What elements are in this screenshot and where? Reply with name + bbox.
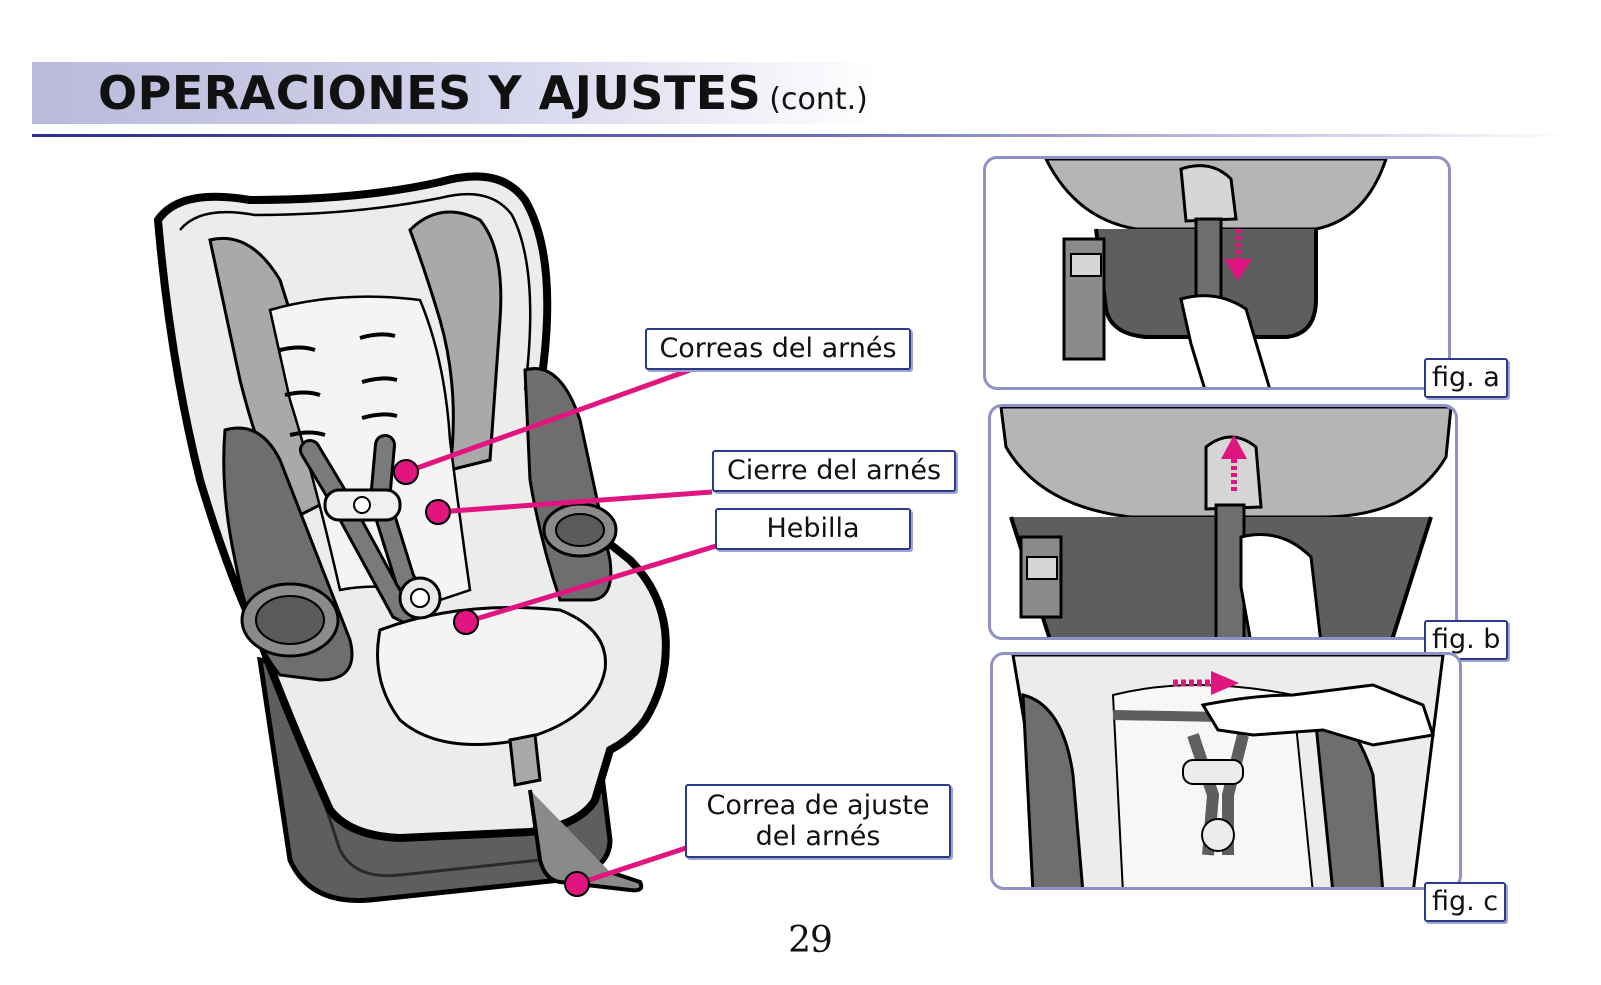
callout-buckle: Hebilla bbox=[715, 508, 911, 550]
header-band bbox=[32, 62, 1572, 124]
page-number: 29 bbox=[788, 920, 833, 961]
figure-b-panel bbox=[988, 404, 1458, 640]
callout-harness-clip: Cierre del arnés bbox=[712, 450, 956, 492]
figure-a-panel bbox=[983, 156, 1451, 390]
page-title-text: OPERACIONES Y AJUSTES bbox=[98, 66, 762, 120]
figure-c-illustration bbox=[1011, 655, 1445, 887]
figure-b-label: fig. b bbox=[1424, 620, 1509, 660]
figure-b-illustration bbox=[999, 407, 1453, 637]
callout-harness-adjust-strap: Correa de ajuste del arnés bbox=[685, 784, 951, 858]
figure-a-illustration bbox=[1044, 159, 1388, 387]
car-seat-illustration bbox=[153, 172, 670, 903]
figure-c-label: fig. c bbox=[1424, 882, 1507, 922]
page-title-suffix: (cont.) bbox=[769, 82, 868, 117]
header-rule bbox=[32, 134, 1572, 137]
figure-c-panel bbox=[990, 652, 1462, 890]
page-title: OPERACIONES Y AJUSTES(cont.) bbox=[98, 62, 868, 131]
figure-a-label: fig. a bbox=[1424, 358, 1508, 398]
callout-harness-straps: Correas del arnés bbox=[645, 328, 911, 370]
